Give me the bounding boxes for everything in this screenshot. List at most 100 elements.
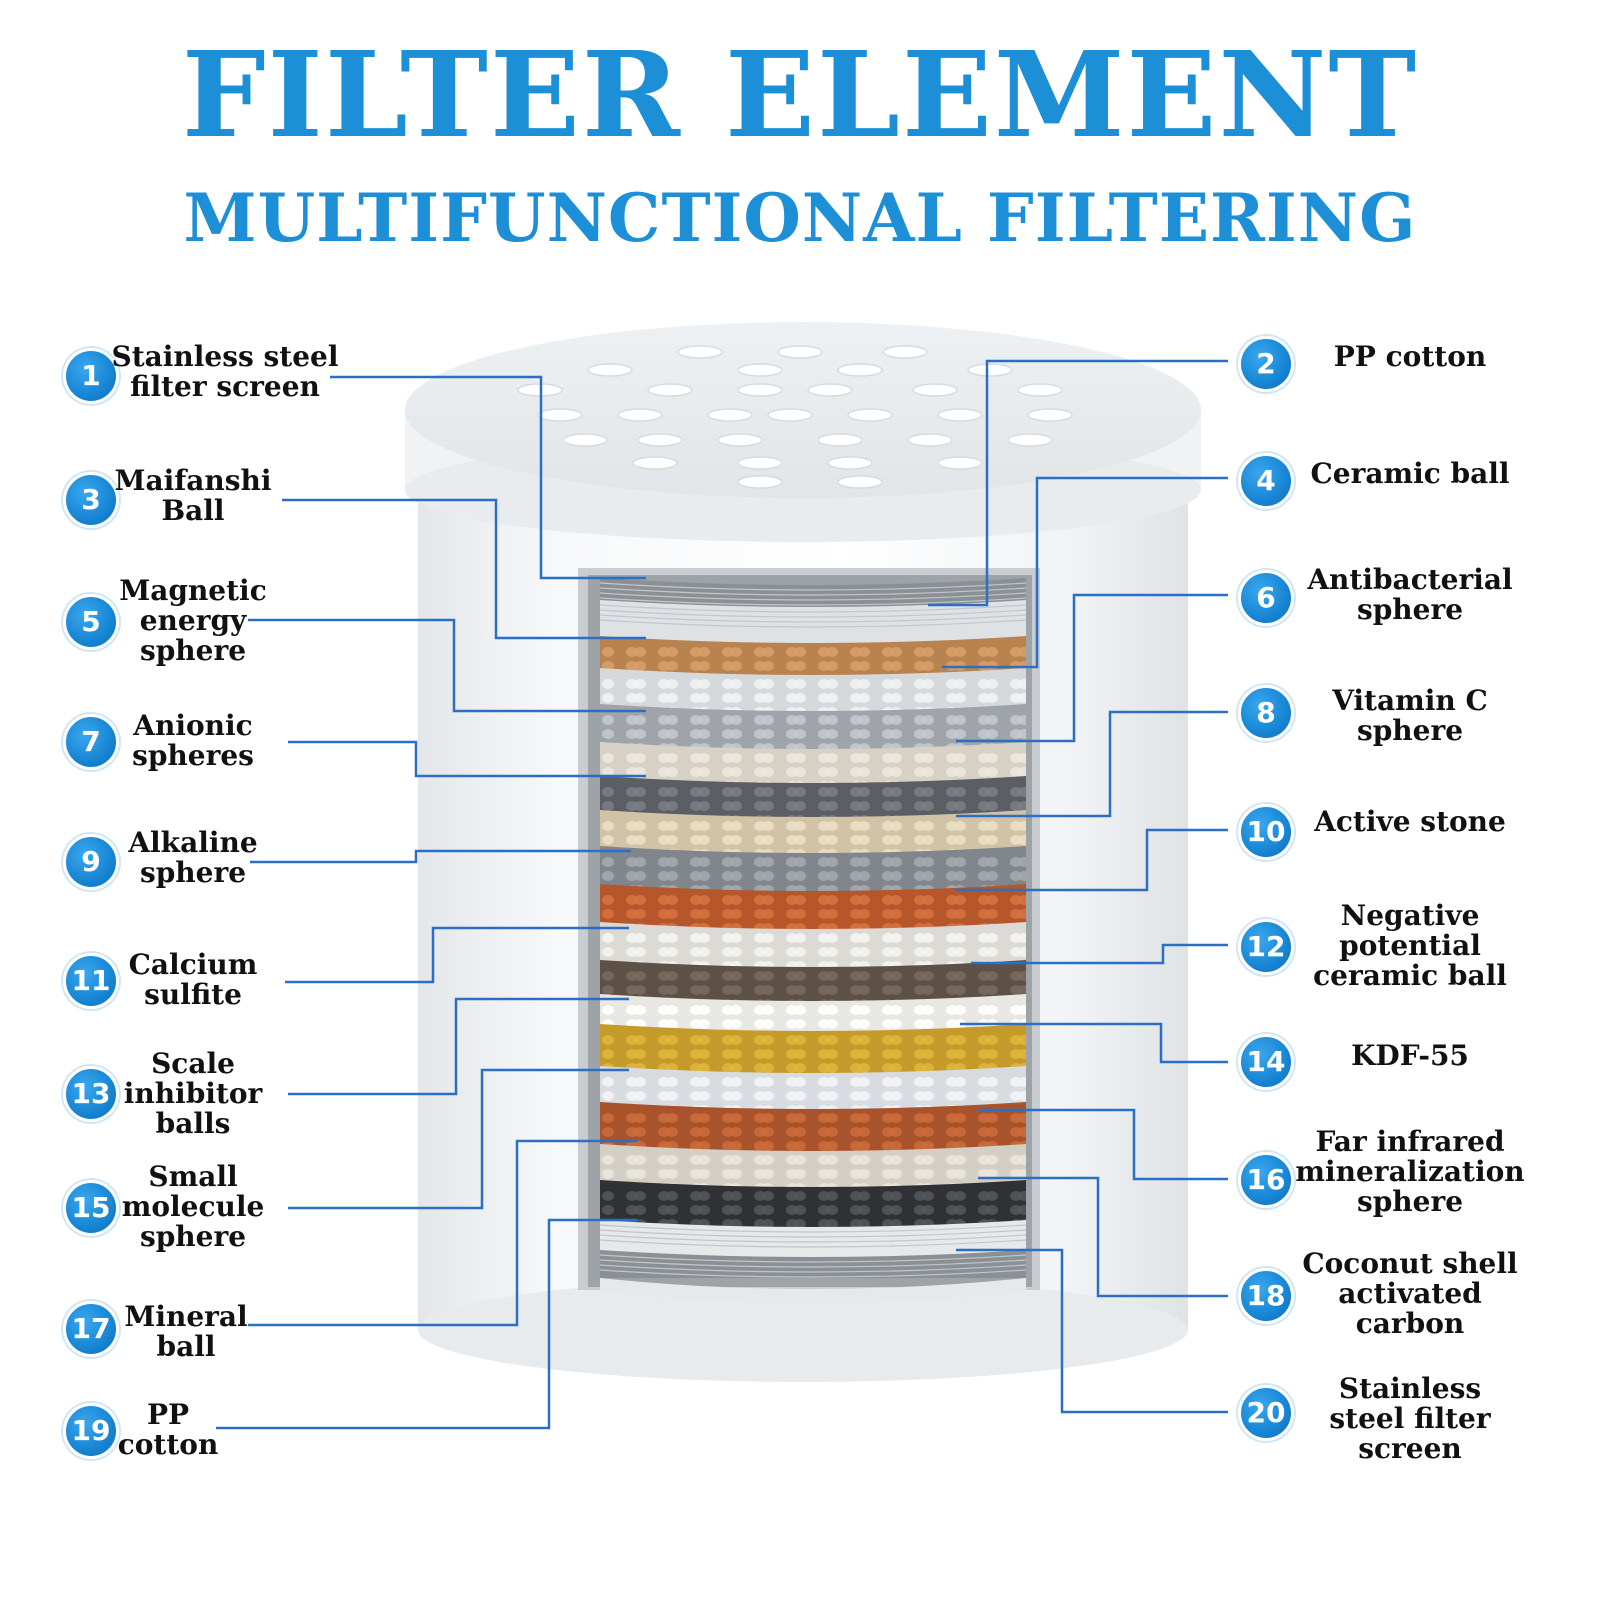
leader-line [330,375,646,580]
media-layer-band [600,742,1026,793]
layer-name-label: Active stone [1314,805,1506,838]
leader-line [928,359,1228,607]
layer-number-badge: 6 [1238,570,1294,626]
media-layers [600,578,1026,1278]
layer-number-badge: 3 [63,472,119,528]
leader-line [978,1108,1228,1181]
leader-line [288,740,646,778]
leader-line [956,593,1228,743]
cap-hole [837,475,883,489]
leader-line [288,1068,629,1210]
layer-number-badge: 18 [1238,1268,1294,1324]
cap-hole [847,408,893,422]
cutaway-window [578,568,1040,1303]
cap-hole [777,345,823,359]
media-layer-band [600,1180,1026,1237]
layer-number-badge: 10 [1238,804,1294,860]
leader-line [942,476,1228,669]
cap-holes [517,345,1073,489]
layer-number-badge: 19 [63,1403,119,1459]
leader-line [956,828,1228,892]
leader-line [956,1248,1228,1414]
layer-number-badge: 4 [1238,453,1294,509]
cap-hole [912,383,958,397]
media-layer-band [600,600,1026,653]
leader-line [971,943,1228,965]
cap-hole [677,345,723,359]
leader-line [216,1218,637,1430]
cap-hole [537,408,583,422]
cap-hole [737,363,783,377]
cap-hole [937,456,983,470]
media-layer-band [600,1250,1026,1278]
leader-line [288,997,629,1096]
media-layer-band [600,636,1026,685]
cap-hole [737,475,783,489]
cap-hole [587,363,633,377]
layer-number-badge: 8 [1238,685,1294,741]
layer-name-label: Ceramic ball [1310,457,1510,490]
cap-hole [967,363,1013,377]
layer-number-badge: 11 [63,953,119,1009]
cartridge-cap [405,322,1201,542]
cap-hole [817,433,863,447]
cap-hole [1017,383,1063,397]
layer-number-badge: 17 [63,1301,119,1357]
cap-hole [767,408,813,422]
leader-line [285,926,629,984]
leader-line [956,710,1228,818]
layer-number-badge: 14 [1238,1034,1294,1090]
page-subtitle: MULTIFUNCTIONAL FILTERING [183,179,1417,257]
cap-hole [937,408,983,422]
layer-number-badge: 12 [1238,919,1294,975]
leader-line [248,1139,637,1327]
leader-line [250,849,631,864]
leader-line [960,1022,1228,1064]
layer-number-badge: 13 [63,1066,119,1122]
cap-hole [1027,408,1073,422]
cap-hole [882,345,928,359]
layer-number-badge: 7 [63,714,119,770]
cap-hole [807,383,853,397]
layer-number-badge: 2 [1238,336,1294,392]
cap-hole [837,363,883,377]
layer-number-badge: 9 [63,834,119,890]
layer-name-label: PP cotton [1333,340,1487,373]
cap-hole [632,456,678,470]
cap-hole [562,433,608,447]
leader-line [978,1176,1228,1298]
layer-number-badge: 15 [63,1180,119,1236]
media-layer-band [600,1102,1026,1161]
cap-hole [647,383,693,397]
cap-hole [637,433,683,447]
layer-number-badge: 5 [63,594,119,650]
cap-hole [707,408,753,422]
page-title: FILTER ELEMENT [181,25,1419,164]
cap-hole [737,456,783,470]
cap-hole [1007,433,1053,447]
cap-hole [617,408,663,422]
layer-name-label: KDF-55 [1351,1039,1469,1072]
leader-line [282,498,646,640]
leader-line [248,618,646,713]
cap-hole [827,456,873,470]
cap-hole [737,383,783,397]
layer-number-badge: 16 [1238,1152,1294,1208]
